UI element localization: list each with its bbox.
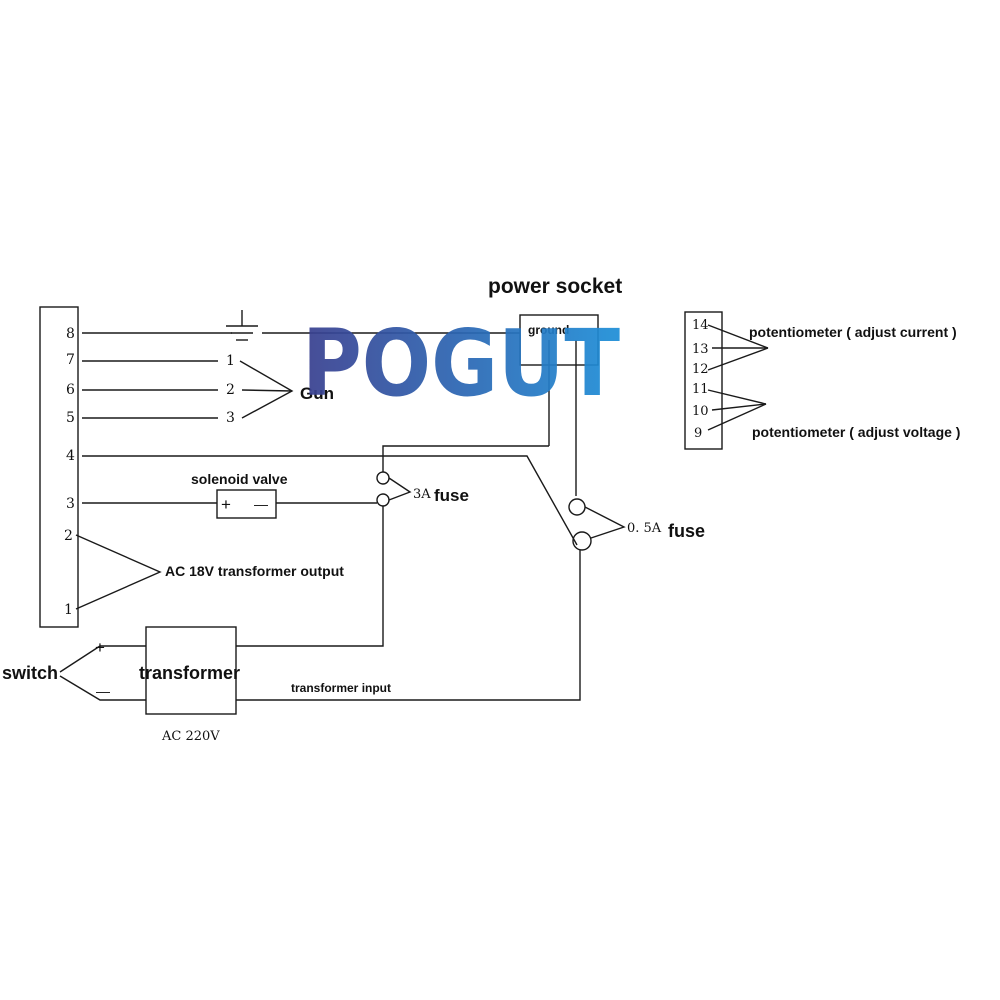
terminal-6-label: 6 <box>66 382 75 398</box>
gun-pin-1: 1 <box>226 353 235 369</box>
solenoid-valve-label: solenoid valve <box>191 471 288 487</box>
wire-4-fuse05a <box>82 455 578 546</box>
power-socket-title: power socket <box>488 275 622 298</box>
wire-transformer-input <box>236 550 581 701</box>
pot-voltage-label: potentiometer ( adjust voltage ) <box>752 424 960 440</box>
fuse-05a-bottom-terminal <box>572 531 592 551</box>
gun-pin-2: 2 <box>226 382 235 398</box>
gun-label: Gun <box>300 384 334 403</box>
fuse-3a-top-terminal <box>376 471 390 485</box>
terminal-8-label: 8 <box>66 326 75 342</box>
fuse-3a-label: fuse <box>434 486 469 505</box>
wire-transformer-fuse3a <box>236 506 384 647</box>
fuse-3a-bottom-terminal <box>376 493 390 507</box>
switch-plus: + <box>95 638 105 657</box>
wire-socket-fuse3a <box>382 445 549 472</box>
transformer-label: transformer <box>139 663 240 683</box>
fuse-05a-label: fuse <box>668 521 705 541</box>
fuse-3a-link <box>388 477 412 501</box>
ac18v-label: AC 18V transformer output <box>165 563 344 579</box>
terminal-5-label: 5 <box>66 410 75 426</box>
switch-minus: — <box>96 683 110 699</box>
switch-lead-bottom <box>59 675 146 701</box>
gun-bracket-mid <box>241 389 293 392</box>
terminal-7-label: 7 <box>66 352 75 368</box>
fuse-3a-rating: 3A <box>413 487 431 502</box>
transformer-input-label: transformer input <box>291 681 391 695</box>
terminal-strip <box>39 306 79 628</box>
terminal-3-label: 3 <box>66 496 75 512</box>
terminal-1-label: 1 <box>64 602 73 618</box>
pot-voltage-bracket <box>707 389 767 431</box>
ac220v-label: AC 220V <box>161 729 220 744</box>
pot-current-bracket <box>707 324 769 371</box>
solenoid-minus: — <box>254 496 268 512</box>
pot-pin-12: 12 <box>692 362 709 377</box>
gun-pin-3: 3 <box>226 410 235 426</box>
switch-label: switch <box>2 663 58 683</box>
ac18v-bracket <box>75 534 162 610</box>
power-socket-ground-label: ground <box>528 323 569 337</box>
solenoid-plus: + <box>221 495 231 514</box>
switch-lead-top <box>59 645 146 673</box>
pot-pin-13: 13 <box>692 342 709 357</box>
pot-pin-10: 10 <box>692 404 709 419</box>
solenoid-valve-box <box>216 489 277 519</box>
fuse-05a-top-terminal <box>568 498 586 516</box>
fuse-05a-link <box>584 506 626 539</box>
ground-icon <box>226 310 258 341</box>
terminal-4-label: 4 <box>66 448 75 464</box>
pogut-watermark-logo: POGUT <box>302 310 620 417</box>
transformer-box <box>145 626 237 715</box>
pot-pin-14: 14 <box>692 318 709 333</box>
pot-pin-9: 9 <box>694 426 702 441</box>
svg-text:POGUT: POGUT <box>302 310 620 417</box>
pot-current-label: potentiometer ( adjust current ) <box>749 324 957 340</box>
terminal-2-label: 2 <box>64 528 73 544</box>
potentiometer-terminal-block <box>684 311 723 450</box>
pot-pin-11: 11 <box>692 382 709 397</box>
power-socket-box <box>519 314 599 366</box>
fuse-05a-rating: 0. 5A <box>627 521 662 536</box>
